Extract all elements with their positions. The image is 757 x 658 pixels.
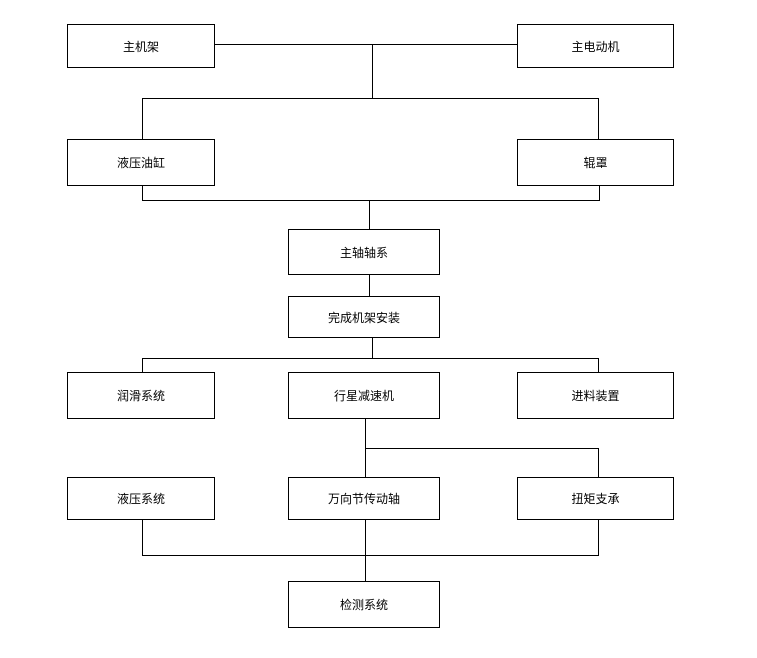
connector-line: [365, 418, 366, 477]
connector-line: [598, 519, 599, 556]
connector-line: [598, 98, 599, 140]
connector-line: [365, 448, 599, 449]
node-main-motor: 主电动机: [517, 24, 674, 68]
connector-line: [599, 185, 600, 201]
connector-line: [214, 44, 517, 45]
connector-line: [142, 555, 599, 556]
connector-line: [369, 274, 370, 296]
connector-line: [142, 200, 600, 201]
connector-line: [142, 519, 143, 556]
connector-line: [598, 448, 599, 477]
connector-line: [142, 185, 143, 201]
connector-line: [142, 358, 599, 359]
node-planetary-reducer: 行星减速机: [288, 372, 440, 419]
connector-line: [372, 337, 373, 359]
node-detection-system: 检测系统: [288, 581, 440, 628]
connector-line: [365, 519, 366, 581]
connector-line: [598, 358, 599, 372]
node-feeding-device: 进料装置: [517, 372, 674, 419]
node-lubrication-system: 润滑系统: [67, 372, 215, 419]
node-spindle-system: 主轴轴系: [288, 229, 440, 275]
connector-line: [142, 98, 599, 99]
node-frame-installation-complete: 完成机架安装: [288, 296, 440, 338]
node-roller-cover: 辊罩: [517, 139, 674, 186]
node-hydraulic-cylinder: 液压油缸: [67, 139, 215, 186]
node-hydraulic-system: 液压系统: [67, 477, 215, 520]
node-main-frame: 主机架: [67, 24, 215, 68]
connector-line: [142, 98, 143, 140]
connector-line: [142, 358, 143, 372]
node-torque-support: 扭矩支承: [517, 477, 674, 520]
connector-line: [372, 44, 373, 99]
connector-line: [369, 200, 370, 229]
node-universal-joint-shaft: 万向节传动轴: [288, 477, 440, 520]
